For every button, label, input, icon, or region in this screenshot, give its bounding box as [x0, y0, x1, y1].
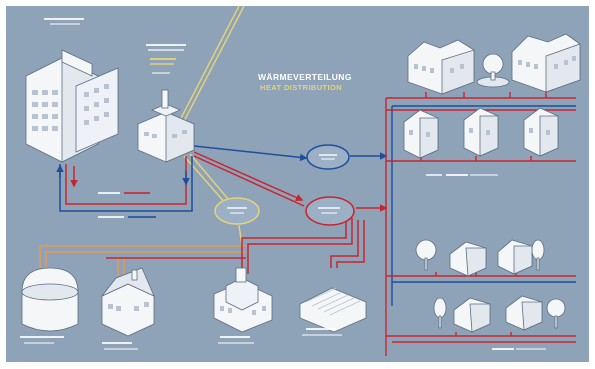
greenhouse-caption: [302, 328, 342, 336]
supply-lines: [193, 145, 388, 212]
villas-caption: [446, 174, 498, 176]
chp-house-icon: [101, 267, 155, 337]
industry-caption: [218, 336, 254, 344]
plant-caption: [146, 44, 186, 74]
fountain-icon: [476, 53, 510, 88]
industrial-plant-icon: [213, 267, 273, 333]
suburb-houses-icon: [449, 239, 543, 333]
office-plant-loop: [56, 156, 193, 212]
tree-icon: [415, 239, 566, 329]
chp-caption: [102, 342, 138, 350]
diagram-title: WÄRMEVERTEILUNG: [258, 72, 352, 82]
network-node-blue: [306, 144, 350, 170]
network-node-red: [305, 196, 355, 226]
apartment-house-icon: [511, 33, 581, 93]
greenhouse-icon: [299, 287, 367, 333]
loop-captions: [98, 174, 442, 218]
diagram-panel: WÄRMEVERTEILUNG HEAT DISTRIBUTION: [6, 6, 589, 362]
biogas-caption: [20, 336, 64, 344]
office-building-icon: [25, 49, 119, 163]
solar-node: [214, 197, 260, 225]
single-family-house-icon: [403, 107, 559, 159]
central-heating-plant-icon: [137, 89, 195, 163]
biogas-tank-icon: [21, 267, 79, 332]
heat-distribution-diagram: [20, 6, 581, 356]
diagram-subtitle: HEAT DISTRIBUTION: [260, 83, 343, 92]
rowhouses-icon: [407, 39, 475, 95]
distribution-network: [385, 92, 576, 356]
office-caption: [44, 18, 84, 25]
suburb-caption: [492, 348, 546, 350]
producer-feed-lines: [39, 216, 365, 276]
